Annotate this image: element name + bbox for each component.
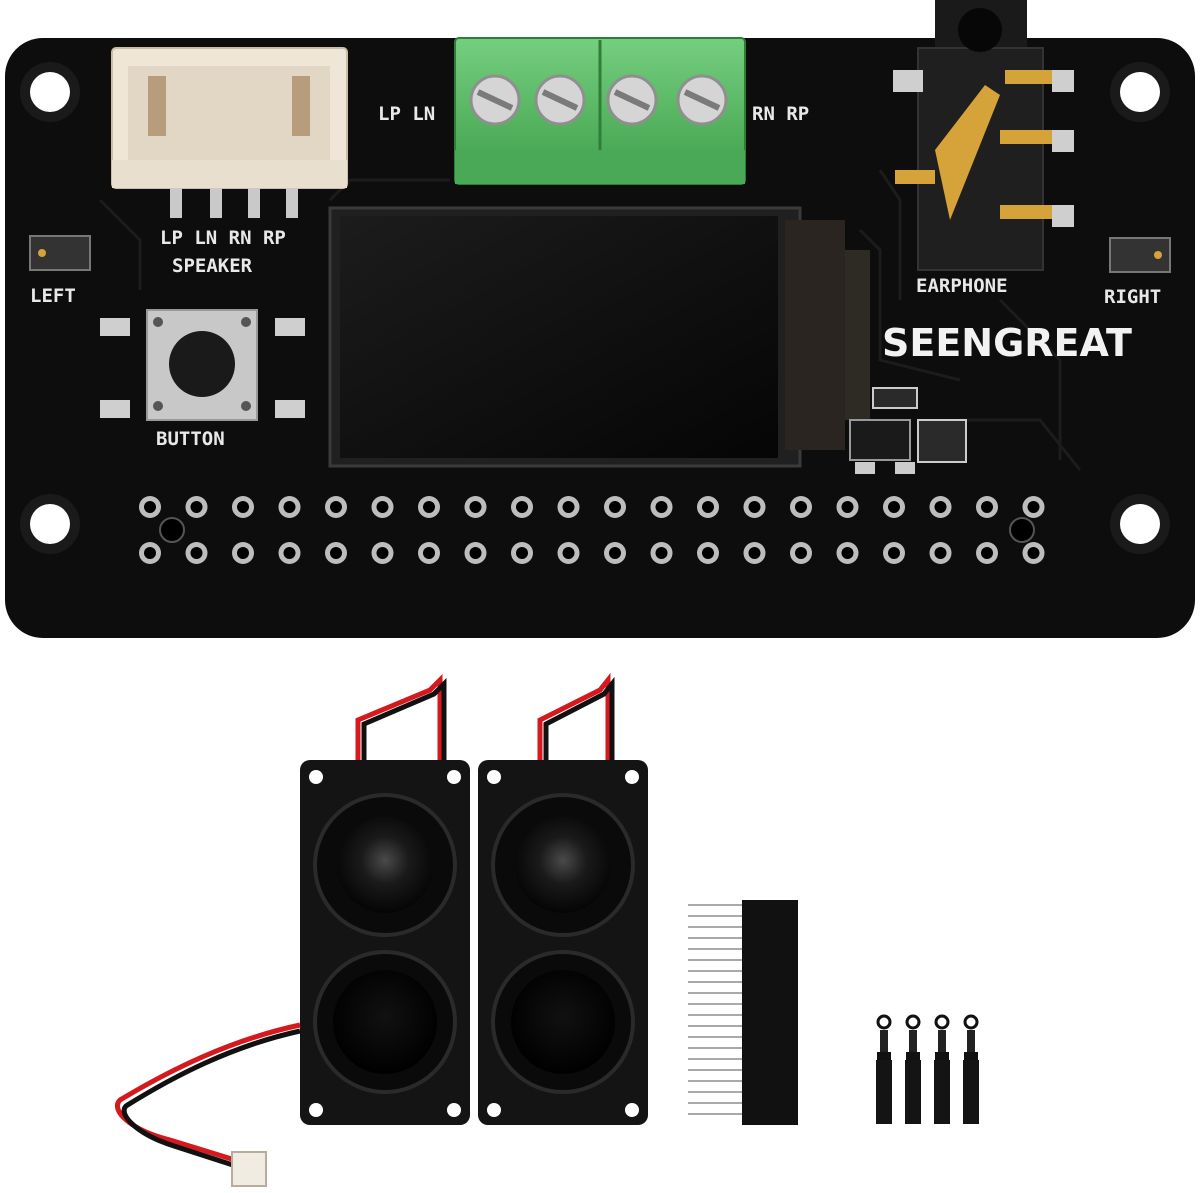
gpio-hole	[609, 501, 621, 513]
gpio-hole	[748, 547, 761, 559]
right-label: RIGHT	[1104, 286, 1161, 308]
standoff	[905, 1014, 921, 1124]
button-label: BUTTON	[156, 428, 225, 450]
gpio-hole	[376, 501, 389, 513]
gpio-hole	[748, 501, 761, 513]
gpio-hole	[283, 547, 296, 559]
speaker-left-icon	[300, 760, 470, 1125]
standoff	[963, 1014, 979, 1124]
gpio-hole	[934, 547, 947, 559]
right-mic-icon	[1109, 237, 1171, 273]
mounting-hole-icon	[30, 72, 70, 112]
gpio-hole	[423, 501, 435, 513]
gpio-hole	[562, 547, 575, 559]
terminal-right-label: RN RP	[752, 103, 809, 125]
gpio-hole	[237, 501, 249, 513]
gpio-hole	[516, 501, 528, 513]
standoffs-icon	[876, 1014, 979, 1124]
earphone-label: EARPHONE	[916, 275, 1008, 297]
gpio-hole	[144, 501, 156, 513]
left-label: LEFT	[30, 285, 76, 307]
pcb-board: LP LN RN RP SPEAKER LP LN RN RP	[5, 0, 1195, 638]
screw-terminal-icon	[454, 37, 746, 185]
audio-jack-icon	[893, 0, 1074, 271]
gpio-hole	[469, 547, 482, 559]
speaker-connector-icon	[111, 47, 348, 218]
speaker-label: SPEAKER	[172, 255, 253, 277]
gpio-hole	[283, 501, 296, 513]
pcb-traces	[98, 169, 1082, 471]
smd-components	[849, 387, 967, 474]
gpio-hole	[981, 547, 993, 559]
mounting-hole-icon	[1120, 72, 1160, 112]
gpio-hole	[841, 547, 854, 559]
gpio-hole	[841, 501, 854, 513]
gpio-hole	[934, 501, 947, 513]
gpio-hole	[330, 501, 342, 513]
gpio-hole	[469, 501, 482, 513]
brand-logo: SEENGREAT	[882, 321, 1132, 365]
gpio-hole	[1027, 501, 1040, 513]
gpio-hole	[609, 547, 621, 559]
mounting-holes	[20, 62, 1170, 554]
gpio-hole	[516, 547, 528, 559]
speaker-right-icon	[478, 760, 648, 1125]
mounting-hole-icon	[1120, 504, 1160, 544]
gpio-hole	[702, 501, 714, 513]
standoff	[934, 1014, 950, 1124]
gpio-hole	[330, 547, 342, 559]
terminal-left-label: LP LN	[378, 103, 435, 125]
speaker-pins-label: LP LN RN RP	[160, 227, 286, 249]
speaker-pair	[115, 672, 648, 1187]
header-mount-marks	[159, 517, 1035, 543]
gpio-hole	[423, 547, 435, 559]
tactile-button-icon	[100, 309, 305, 421]
gpio-hole	[190, 547, 203, 559]
gpio-hole	[795, 501, 807, 513]
lcd-display-icon	[328, 206, 870, 468]
jst-plug-icon	[231, 1151, 267, 1187]
pin-header-icon	[688, 900, 798, 1125]
left-mic-icon	[29, 235, 91, 271]
gpio-hole	[888, 547, 900, 559]
gpio-hole	[237, 547, 249, 559]
gpio-hole	[376, 547, 389, 559]
gpio-hole	[655, 501, 668, 513]
mounting-hole-icon	[30, 504, 70, 544]
gpio-hole	[795, 547, 807, 559]
gpio-hole	[888, 501, 900, 513]
gpio-hole	[702, 547, 714, 559]
standoff	[876, 1014, 892, 1124]
gpio-hole	[190, 501, 203, 513]
gpio-hole	[655, 547, 668, 559]
gpio-hole	[562, 501, 575, 513]
gpio-hole	[1027, 547, 1040, 559]
gpio-hole	[144, 547, 156, 559]
gpio-header-icon	[139, 496, 1045, 564]
gpio-hole	[981, 501, 993, 513]
